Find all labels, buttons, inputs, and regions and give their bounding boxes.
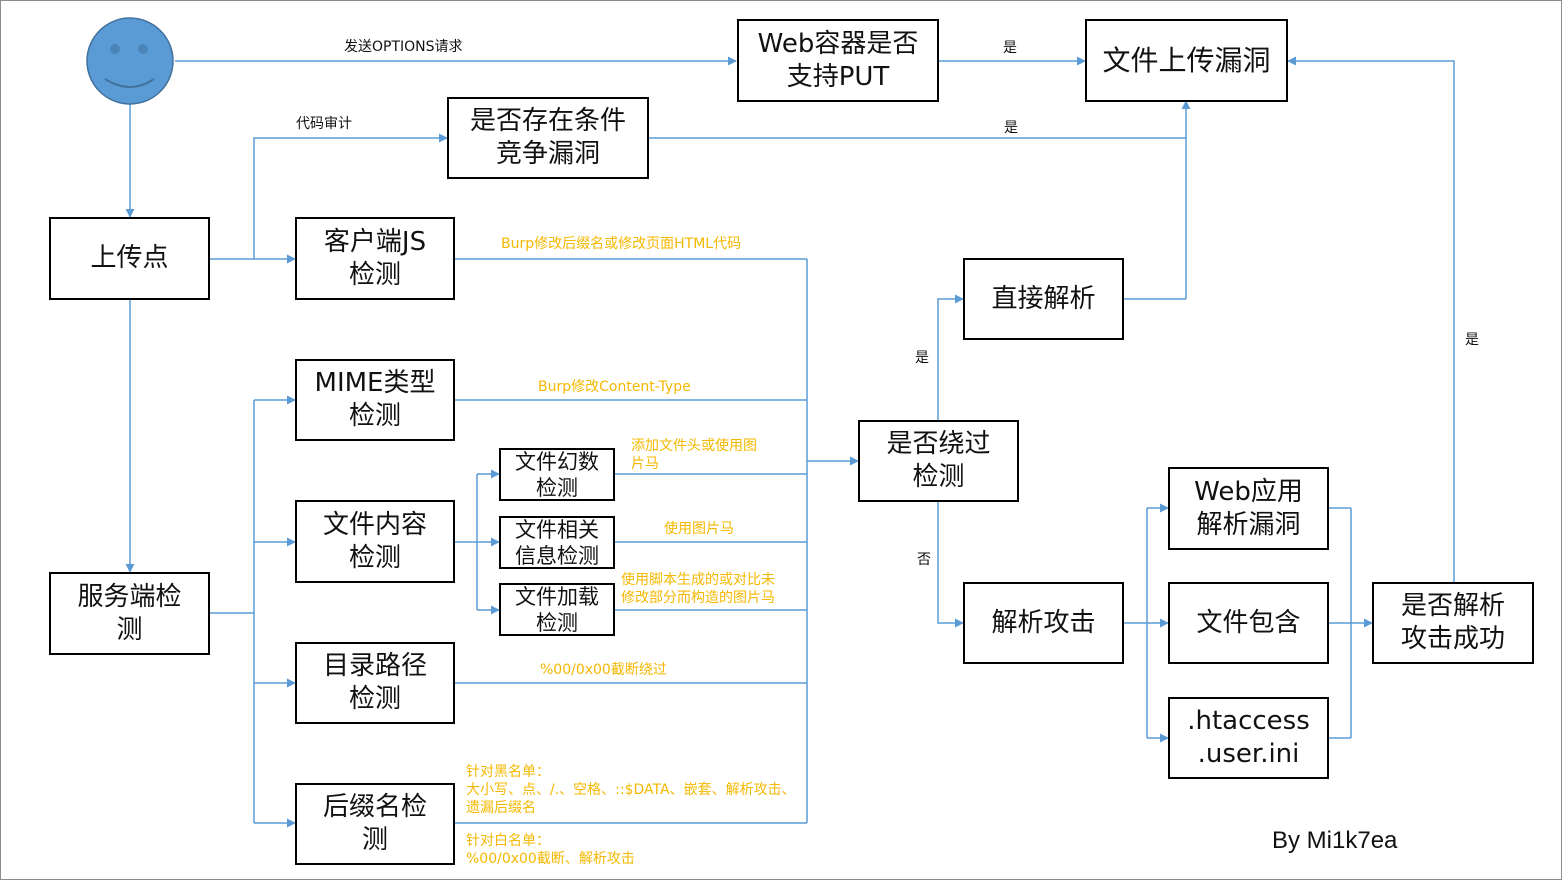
node-text: .htaccess bbox=[1187, 706, 1310, 736]
edge-bypass-to-parse-attack bbox=[937, 501, 964, 628]
node-text: 检测 bbox=[348, 259, 401, 290]
node-text: 解析攻击 bbox=[991, 607, 1096, 638]
node-text: 服务端检 bbox=[77, 581, 182, 612]
node-text: 文件相关 bbox=[515, 517, 599, 542]
node-magic-check[interactable]: 文件幻数 检测 bbox=[499, 448, 615, 501]
node-mime-check[interactable]: MIME类型 检测 bbox=[295, 359, 455, 441]
node-text: 检测 bbox=[348, 401, 401, 431]
edge-label-put-yes: 是 bbox=[1003, 40, 1017, 56]
edge-label-bypass-yes: 是 bbox=[915, 350, 929, 366]
edge-upload-point-to-race bbox=[253, 133, 448, 259]
node-text: 是否存在条件 bbox=[469, 106, 626, 136]
node-text: 客户端JS bbox=[323, 226, 427, 257]
node-text: 后缀名检 bbox=[322, 792, 427, 822]
note-line: 片马 bbox=[631, 456, 659, 472]
node-related-info-check[interactable]: 文件相关 信息检测 bbox=[499, 516, 615, 569]
node-text: MIME类型 bbox=[314, 368, 436, 398]
node-text: 解析漏洞 bbox=[1196, 509, 1301, 540]
node-file-include[interactable]: 文件包含 bbox=[1168, 582, 1329, 664]
node-text: 检测 bbox=[536, 475, 578, 500]
node-text: 文件内容 bbox=[322, 509, 427, 540]
node-text: 是否绕过 bbox=[886, 429, 991, 459]
node-text: 测 bbox=[116, 614, 143, 645]
node-text: 信息检测 bbox=[515, 543, 599, 568]
node-text: 是否解析 bbox=[1400, 591, 1505, 621]
node-text: 检测 bbox=[348, 684, 401, 714]
note-line: %00/0x00截断绕过 bbox=[540, 662, 667, 678]
node-text: 目录路径 bbox=[322, 651, 427, 681]
node-suffix-check[interactable]: 后缀名检 测 bbox=[295, 783, 455, 865]
note-line: 使用图片马 bbox=[664, 521, 734, 537]
edge-label-race-yes: 是 bbox=[1004, 120, 1018, 136]
node-parse-attack[interactable]: 解析攻击 bbox=[963, 582, 1124, 664]
note-line: 针对白名单： bbox=[466, 833, 550, 849]
node-race-condition[interactable]: 是否存在条件 竞争漏洞 bbox=[447, 97, 649, 179]
node-client-js-check[interactable]: 客户端JS 检测 bbox=[295, 217, 455, 300]
note-load-bypass: 使用脚本生成的或对比未 修改部分而构造的图片马 bbox=[621, 571, 775, 607]
note-line: 针对黑名单： bbox=[466, 764, 550, 780]
node-web-app-parse-vuln[interactable]: Web应用 解析漏洞 bbox=[1168, 467, 1329, 550]
note-suffix-blacklist: 针对黑名单： 大小写、点、/.、空格、::$DATA、嵌套、解析攻击、 遗漏后缀… bbox=[466, 763, 796, 817]
node-content-check[interactable]: 文件内容 检测 bbox=[295, 500, 455, 583]
edge-bypass-to-direct-parse bbox=[937, 294, 964, 420]
node-text: 上传点 bbox=[90, 243, 169, 273]
note-magic-bypass: 添加文件头或使用图 片马 bbox=[631, 437, 757, 473]
node-bypass-check[interactable]: 是否绕过 检测 bbox=[858, 420, 1019, 502]
note-client-js-bypass: Burp修改后缀名或修改页面HTML代码 bbox=[501, 235, 741, 253]
node-upload-vuln[interactable]: 文件上传漏洞 bbox=[1085, 19, 1288, 102]
node-text: 检测 bbox=[912, 462, 965, 492]
note-line: 使用脚本生成的或对比未 bbox=[621, 572, 775, 588]
node-text: Web应用 bbox=[1194, 476, 1303, 507]
note-mime-bypass: Burp修改Content-Type bbox=[538, 378, 691, 396]
note-dir-path-bypass: %00/0x00截断绕过 bbox=[540, 661, 667, 679]
node-text: 文件包含 bbox=[1196, 607, 1301, 638]
edge-label-options-request: 发送OPTIONS请求 bbox=[344, 39, 463, 55]
note-line: Burp修改Content-Type bbox=[538, 379, 691, 395]
node-text: 检测 bbox=[348, 542, 401, 573]
node-htaccess-user-ini[interactable]: .htaccess .user.ini bbox=[1168, 697, 1329, 779]
node-text: Web容器是否 bbox=[757, 28, 919, 59]
edge-label-bypass-no: 否 bbox=[917, 552, 931, 568]
author-credit: By Mi1k7ea bbox=[1272, 827, 1398, 854]
note-line: 添加文件头或使用图 bbox=[631, 438, 757, 454]
note-line: 遗漏后缀名 bbox=[466, 800, 536, 816]
note-suffix-whitelist: 针对白名单： %00/0x00截断、解析攻击 bbox=[466, 832, 635, 868]
note-line: 修改部分而构造的图片马 bbox=[621, 590, 775, 606]
node-dir-path-check[interactable]: 目录路径 检测 bbox=[295, 642, 455, 724]
note-line: %00/0x00截断、解析攻击 bbox=[466, 851, 635, 867]
node-direct-parse[interactable]: 直接解析 bbox=[963, 258, 1124, 340]
note-related-info-bypass: 使用图片马 bbox=[664, 520, 734, 538]
node-text: 支持PUT bbox=[786, 61, 890, 92]
node-text: 测 bbox=[361, 825, 388, 855]
node-load-check[interactable]: 文件加载 检测 bbox=[499, 583, 615, 636]
node-text: 文件加载 bbox=[515, 584, 599, 609]
node-text: 攻击成功 bbox=[1400, 624, 1505, 654]
node-text: 竞争漏洞 bbox=[495, 139, 600, 169]
note-line: 大小写、点、/.、空格、::$DATA、嵌套、解析攻击、 bbox=[466, 782, 796, 798]
node-upload-point[interactable]: 上传点 bbox=[49, 217, 210, 300]
node-parse-success[interactable]: 是否解析 攻击成功 bbox=[1372, 582, 1534, 664]
node-text: 文件上传漏洞 bbox=[1102, 44, 1271, 77]
edge-label-success-yes: 是 bbox=[1465, 332, 1479, 348]
edge-label-code-audit: 代码审计 bbox=[296, 116, 352, 132]
node-text: .user.ini bbox=[1197, 739, 1300, 769]
node-text: 文件幻数 bbox=[515, 449, 599, 474]
smiley-face-icon bbox=[86, 17, 174, 105]
node-server-check[interactable]: 服务端检 测 bbox=[49, 572, 210, 655]
node-text: 检测 bbox=[536, 610, 578, 635]
edge-success-to-upload-vuln bbox=[1287, 56, 1455, 582]
node-text: 直接解析 bbox=[991, 283, 1096, 314]
node-web-put[interactable]: Web容器是否 支持PUT bbox=[737, 19, 939, 102]
note-line: Burp修改后缀名或修改页面HTML代码 bbox=[501, 236, 742, 252]
